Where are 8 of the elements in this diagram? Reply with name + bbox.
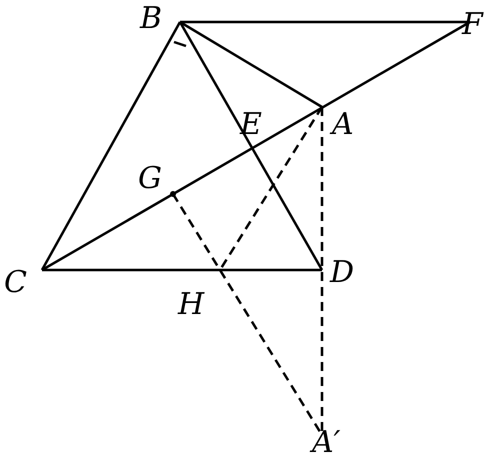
point-label: A′ (312, 428, 340, 458)
point-label: B (140, 4, 162, 34)
point-label: A (332, 110, 354, 140)
point-label: C (4, 268, 27, 298)
point-label: G (138, 164, 162, 194)
point-label: H (178, 290, 204, 320)
point-label: E (240, 110, 262, 140)
point-label: D (330, 258, 354, 288)
